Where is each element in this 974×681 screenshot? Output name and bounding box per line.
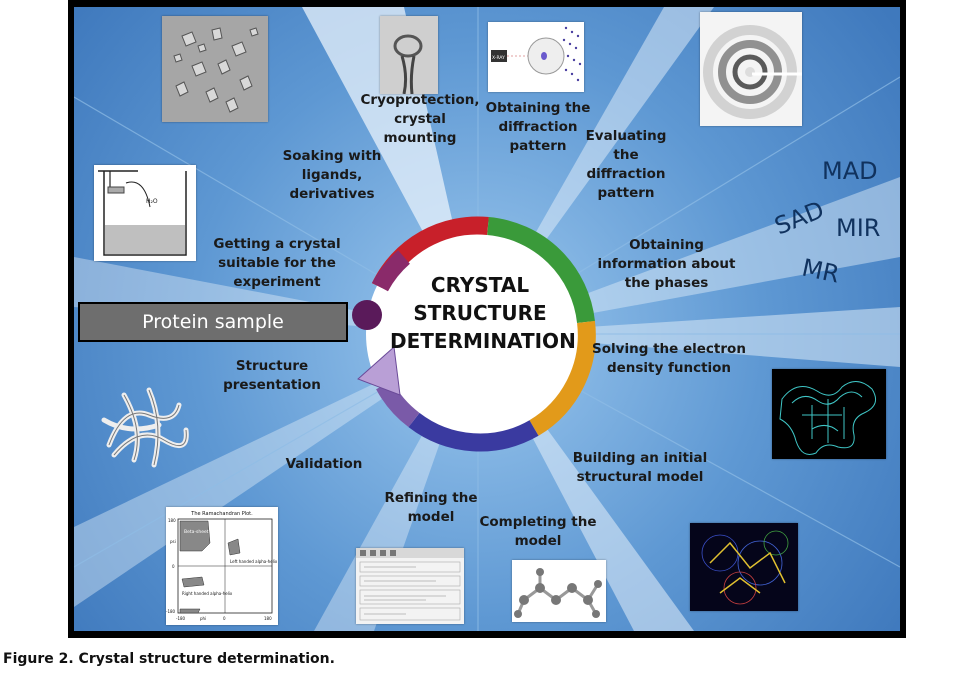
stage-presentation-line-2: presentation <box>223 377 321 393</box>
stage-soaking-line-2: ligands, <box>301 167 363 183</box>
stage-soaking-line-3: derivatives <box>289 186 375 202</box>
stage-refining-line-1: Refining the <box>384 490 478 506</box>
cryoloop-image <box>380 16 438 94</box>
stage-initial-model-line-2: structural model <box>576 469 704 485</box>
stage-diffraction-line-3: pattern <box>509 138 567 154</box>
crystals-drawing <box>162 16 268 122</box>
rama-x-right: 180 <box>264 616 272 621</box>
stage-completing-line-1: Completing the <box>479 514 597 530</box>
stage-soaking-line-1: Soaking with <box>282 148 382 164</box>
crystals-image <box>162 16 268 122</box>
stage-crystal: Getting a crystal suitable for the exper… <box>212 235 342 292</box>
stage-cryoprotection: Cryoprotection, crystal mounting <box>360 91 480 148</box>
stage-phases-line-1: Obtaining <box>629 237 704 253</box>
diffraction-pattern-drawing <box>700 12 802 126</box>
stage-phases: Obtaining information about the phases <box>594 236 739 293</box>
initial-model-drawing <box>690 523 798 611</box>
stage-completing-line-2: model <box>514 533 562 549</box>
stage-validation-line-1: Validation <box>285 456 363 472</box>
rama-y-mid: 0 <box>172 564 175 569</box>
stage-diffraction-line-2: diffraction <box>498 119 578 135</box>
figure-caption: Figure 2. Crystal structure determinatio… <box>3 651 335 667</box>
stage-evaluating-line-3: diffraction <box>586 166 666 182</box>
protein-ribbon-drawing <box>101 387 189 468</box>
stage-phases-line-2: information about <box>597 256 736 272</box>
stage-cryo-line-3: mounting <box>383 130 457 146</box>
ramachandran-plot-drawing: The Ramachandran Plot. Beta-sheet Left h… <box>166 511 278 621</box>
center-title-line-3: DETERMINATION <box>390 329 576 353</box>
figure-panel: CRYSTAL STRUCTURE DETERMINATION Protein … <box>74 7 900 631</box>
method-mad: MAD <box>822 157 878 185</box>
stage-density-line-1: Solving the electron <box>592 341 746 357</box>
xray-diffraction-drawing: X-RAY <box>491 26 582 82</box>
method-mir: MIR <box>836 214 881 242</box>
stage-evaluating: Evaluating the diffraction pattern <box>576 127 676 203</box>
rama-y-bottom: -180 <box>166 609 176 614</box>
beta-sheet-label: Beta-sheet <box>184 529 209 535</box>
stage-evaluating-line-2: the <box>613 147 639 163</box>
stage-diffraction: Obtaining the diffraction pattern <box>478 99 598 156</box>
stage-refining-line-2: model <box>407 509 455 525</box>
xray-label: X-RAY <box>492 55 505 61</box>
protein-sample-label: Protein sample <box>142 311 284 333</box>
left-helix-label: Left handed alpha-helix <box>230 559 278 564</box>
ramachandran-title: The Ramachandran Plot. <box>190 511 253 517</box>
stage-crystal-line-1: Getting a crystal <box>213 236 341 252</box>
stage-electron-density: Solving the electron density function <box>590 340 748 378</box>
electron-density-image <box>772 369 886 459</box>
center-title-line-2: STRUCTURE <box>413 301 547 325</box>
stage-crystal-line-2: suitable for the <box>218 255 336 271</box>
rama-psi-label: psi <box>170 539 176 544</box>
protein-sample-box: Protein sample <box>78 302 348 342</box>
stage-diffraction-line-1: Obtaining the <box>485 100 591 116</box>
right-helix-label: Right handed alpha-helix <box>182 591 233 596</box>
stage-completing: Completing the model <box>478 513 598 551</box>
ball-and-stick-image <box>512 560 606 622</box>
stage-evaluating-line-4: pattern <box>597 185 655 201</box>
stage-soaking: Soaking with ligands, derivatives <box>272 147 392 204</box>
rama-x-mid: 0 <box>223 616 226 621</box>
rama-phi-label: phi <box>200 616 206 621</box>
stage-presentation: Structure presentation <box>212 357 332 395</box>
stage-refining: Refining the model <box>376 489 486 527</box>
stage-cryo-line-2: crystal <box>394 111 446 127</box>
ball-and-stick-drawing <box>514 568 602 618</box>
rama-x-left: -180 <box>176 616 186 621</box>
electron-density-drawing <box>772 369 886 459</box>
h2o-label: H₂O <box>146 198 158 205</box>
vapor-diffusion-diagram: H₂O <box>94 165 196 261</box>
stage-phases-line-3: the phases <box>624 275 709 291</box>
initial-model-image <box>690 523 798 611</box>
refinement-software-drawing <box>356 548 464 624</box>
rama-y-top: 180 <box>168 518 176 523</box>
stage-evaluating-line-1: Evaluating <box>585 128 667 144</box>
diffraction-pattern-image <box>700 12 802 126</box>
ramachandran-plot: The Ramachandran Plot. Beta-sheet Left h… <box>166 507 278 625</box>
refinement-software-screenshot <box>356 548 464 624</box>
protein-ribbon-image <box>94 375 194 475</box>
vapor-diffusion-drawing: H₂O <box>98 170 187 256</box>
stage-cryo-line-1: Cryoprotection, <box>360 92 480 108</box>
stage-initial-model-line-1: Building an initial <box>572 450 708 466</box>
stage-presentation-line-1: Structure <box>235 358 309 374</box>
cryoloop-drawing <box>380 16 438 94</box>
stage-validation: Validation <box>279 455 369 474</box>
stage-density-line-2: density function <box>606 360 732 376</box>
center-title-line-1: CRYSTAL <box>430 273 530 297</box>
stage-crystal-line-3: experiment <box>233 274 321 290</box>
xray-diffraction-diagram: X-RAY <box>488 22 584 92</box>
center-title: CRYSTAL STRUCTURE DETERMINATION <box>390 271 576 355</box>
stage-initial-model: Building an initial structural model <box>570 449 710 487</box>
